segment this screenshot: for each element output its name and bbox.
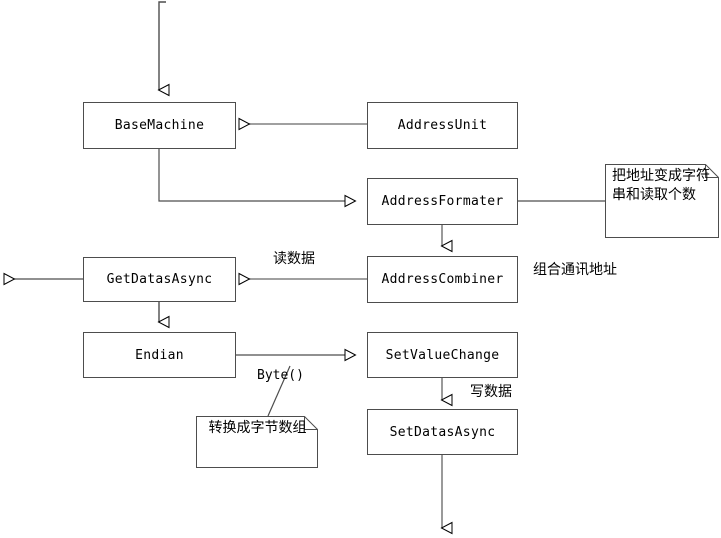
node-address-unit-label: AddressUnit bbox=[397, 118, 488, 133]
edge-external-to-base-machine bbox=[157, 1, 170, 97]
node-address-combiner-label: AddressCombiner bbox=[381, 272, 504, 287]
node-endian-label: Endian bbox=[135, 347, 184, 363]
node-set-value-change[interactable]: SetValueChange bbox=[367, 332, 518, 378]
node-set-datas-async[interactable]: SetDatasAsync bbox=[367, 409, 518, 455]
node-get-datas-async-label: GetDatasAsync bbox=[106, 272, 213, 287]
edge-base-machine-to-address-formater bbox=[158, 149, 357, 208]
note-shape-icon bbox=[605, 164, 719, 238]
label-byte: Byte() bbox=[257, 368, 304, 383]
note-address-formater[interactable]: 把地址变成字符串和读取个数 bbox=[605, 164, 719, 238]
node-set-value-change-label: SetValueChange bbox=[385, 347, 500, 363]
node-address-formater-label: AddressFormater bbox=[381, 194, 504, 209]
label-combine-address: 组合通讯地址 bbox=[533, 262, 617, 278]
node-set-datas-async-label: SetDatasAsync bbox=[389, 424, 496, 440]
note-address-formater-text: 把地址变成字符串和读取个数 bbox=[612, 168, 710, 203]
node-base-machine[interactable]: BaseMachine bbox=[83, 102, 236, 149]
node-address-combiner[interactable]: AddressCombiner bbox=[367, 256, 518, 303]
label-read-data: 读数据 bbox=[273, 251, 315, 267]
note-endian-text: 转换成字节数组 bbox=[208, 420, 307, 436]
node-address-formater[interactable]: AddressFormater bbox=[367, 178, 518, 225]
node-base-machine-label: BaseMachine bbox=[114, 118, 205, 133]
note-shape-icon bbox=[196, 416, 318, 468]
label-write-data: 写数据 bbox=[470, 384, 512, 400]
note-endian[interactable]: 转换成字节数组 bbox=[196, 416, 318, 468]
node-address-unit[interactable]: AddressUnit bbox=[367, 102, 518, 149]
node-get-datas-async[interactable]: GetDatasAsync bbox=[83, 257, 236, 302]
node-endian[interactable]: Endian bbox=[83, 332, 236, 378]
